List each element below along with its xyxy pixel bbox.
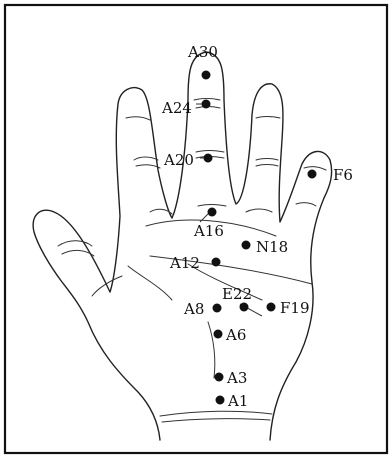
point-a20-label: A20: [163, 151, 194, 169]
point-a6-marker: [214, 330, 223, 339]
point-a1-marker: [216, 396, 225, 405]
point-n18-marker: [242, 241, 251, 250]
point-e22-label: E22: [222, 285, 252, 303]
point-a30-label: A30: [187, 43, 218, 61]
point-f19-label: F19: [280, 299, 310, 317]
point-a24-marker: [202, 100, 211, 109]
point-a24-label: A24: [161, 99, 192, 117]
point-a20-marker: [204, 154, 213, 163]
point-f19-marker: [267, 303, 276, 312]
point-a16-marker: [208, 208, 217, 217]
point-n18-label: N18: [256, 238, 288, 256]
point-f6-marker: [308, 170, 317, 179]
point-a3-marker: [215, 373, 224, 382]
point-a8-marker: [213, 304, 222, 313]
point-a12-label: A12: [169, 254, 200, 272]
point-a16-label: A16: [193, 222, 224, 240]
point-a12-marker: [212, 258, 221, 267]
point-a1-label: A1: [227, 392, 248, 410]
point-e22-marker: [240, 303, 249, 312]
acupoint-labels: A30 A24 A20 F6 A16 N18 A12 E22 A8 F19 A6…: [161, 43, 353, 410]
point-a30-marker: [202, 71, 211, 80]
point-a6-label: A6: [225, 326, 246, 344]
point-f6-label: F6: [333, 166, 353, 184]
point-a8-label: A8: [183, 300, 204, 318]
point-a3-label: A3: [226, 369, 247, 387]
